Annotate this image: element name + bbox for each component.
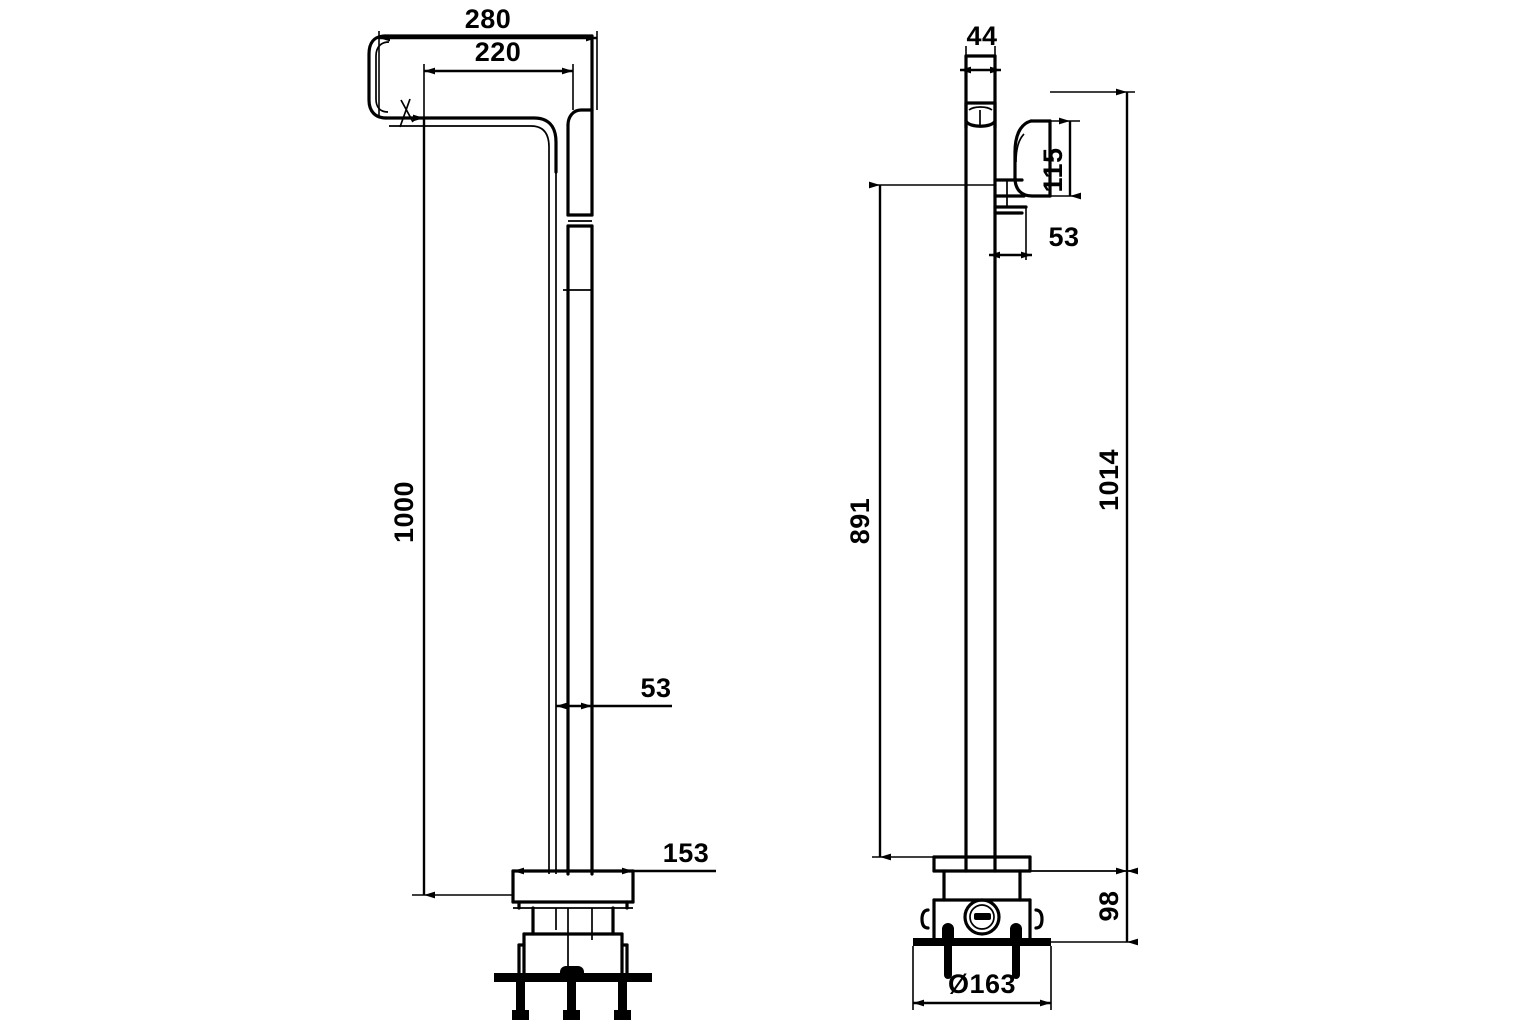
- dimension-label-153: 153: [663, 838, 710, 868]
- handle-assembly: [993, 119, 1052, 215]
- dimension-98: 98: [1030, 867, 1138, 946]
- main-column-front: [964, 101, 997, 873]
- main-column: [548, 172, 594, 876]
- dimension-label-53-left: 53: [640, 673, 671, 703]
- dimension-163: Ø163: [912, 946, 1052, 1010]
- spout-body: [367, 34, 594, 280]
- dimension-53-left: 53: [556, 673, 672, 710]
- floor-mount-block: [494, 932, 652, 1020]
- dimension-153: 153: [513, 838, 716, 875]
- dimension-1014: 1014: [1030, 88, 1138, 875]
- dimension-891: 891: [845, 181, 995, 861]
- spout-outlet: [964, 54, 997, 130]
- lower-connector-body: [531, 906, 615, 978]
- dimension-label-891: 891: [845, 498, 875, 545]
- dimension-label-220: 220: [475, 37, 522, 67]
- dimension-label-280: 280: [465, 4, 512, 34]
- dimension-label-163: Ø163: [948, 969, 1016, 999]
- dimension-220: 220: [423, 37, 574, 118]
- dimension-1000: 1000: [389, 114, 513, 899]
- dimension-44: 44: [960, 21, 1001, 74]
- dimension-label-115: 115: [1038, 147, 1068, 192]
- left-view-side-elevation: 280 220 1000 53: [367, 4, 716, 1020]
- dimension-label-1000: 1000: [389, 481, 419, 543]
- escutcheon-plate: [511, 869, 635, 910]
- base-assembly-front: [913, 855, 1051, 979]
- dimension-280: 280: [378, 4, 598, 118]
- dimension-53-right: 53: [989, 207, 1079, 260]
- dimension-label-53-right: 53: [1048, 222, 1079, 252]
- right-view-front-elevation: 44 115 53 891: [845, 21, 1138, 1010]
- dimension-label-1014: 1014: [1094, 449, 1124, 511]
- upper-column-housing: [566, 108, 594, 228]
- dimension-label-98: 98: [1094, 890, 1124, 921]
- dimension-115: 115: [1038, 117, 1081, 200]
- dimension-label-44: 44: [966, 21, 997, 51]
